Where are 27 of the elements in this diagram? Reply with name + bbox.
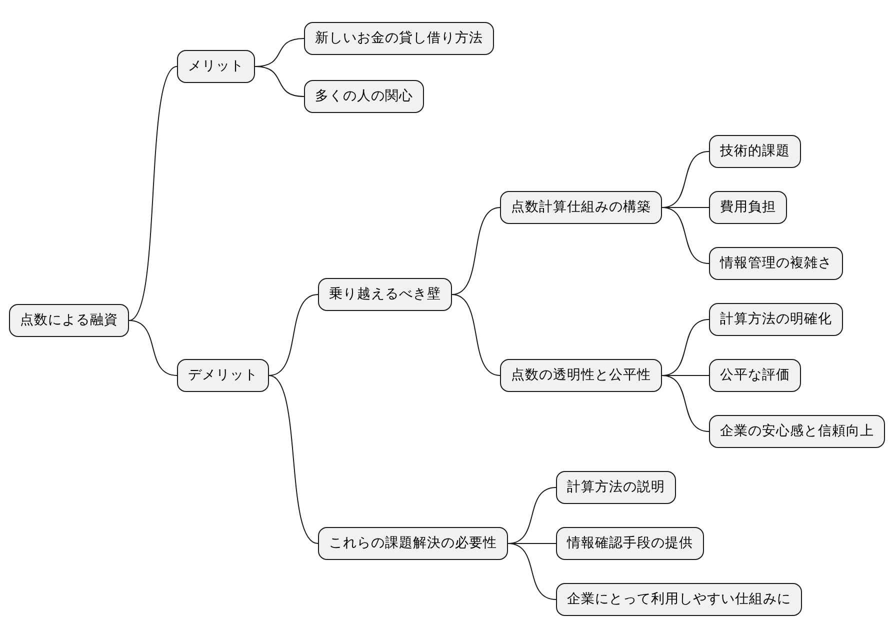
topic-box: 企業の安心感と信頼向上 (709, 415, 885, 448)
connector-line (254, 66, 304, 97)
topic-box: これらの課題解決の必要性 (318, 527, 508, 560)
connector-line (662, 207, 710, 264)
topic-box: 計算方法の明確化 (709, 303, 843, 336)
topic-box: 企業にとって利用しやすい仕組みに (556, 583, 802, 616)
topic-box: 費用負担 (709, 191, 787, 224)
topic-box: 情報管理の複雑さ (709, 247, 843, 280)
connector-line (508, 543, 556, 600)
connector-line (268, 294, 318, 376)
connector-line (452, 294, 500, 376)
topic-box: 点数による融資 (9, 304, 129, 337)
topic-box: 多くの人の関心 (304, 80, 424, 113)
topic-box: 点数計算仕組みの構築 (500, 191, 662, 224)
topic-box: デメリット (177, 359, 269, 392)
connector-line (662, 375, 710, 432)
topic-box: 技術的課題 (709, 135, 801, 168)
topic-box: 情報確認手段の提供 (556, 527, 704, 560)
topic-box: メリット (177, 50, 255, 83)
topic-box: 公平な評価 (709, 359, 801, 392)
connector-line (268, 375, 318, 544)
topic-box: 新しいお金の貸し借り方法 (304, 22, 494, 55)
topic-box: 計算方法の説明 (556, 471, 676, 504)
topic-box: 乗り越えるべき壁 (318, 278, 452, 311)
topic-box: 点数の透明性と公平性 (500, 359, 662, 392)
connector-line (128, 66, 178, 321)
connector-line (128, 320, 178, 376)
